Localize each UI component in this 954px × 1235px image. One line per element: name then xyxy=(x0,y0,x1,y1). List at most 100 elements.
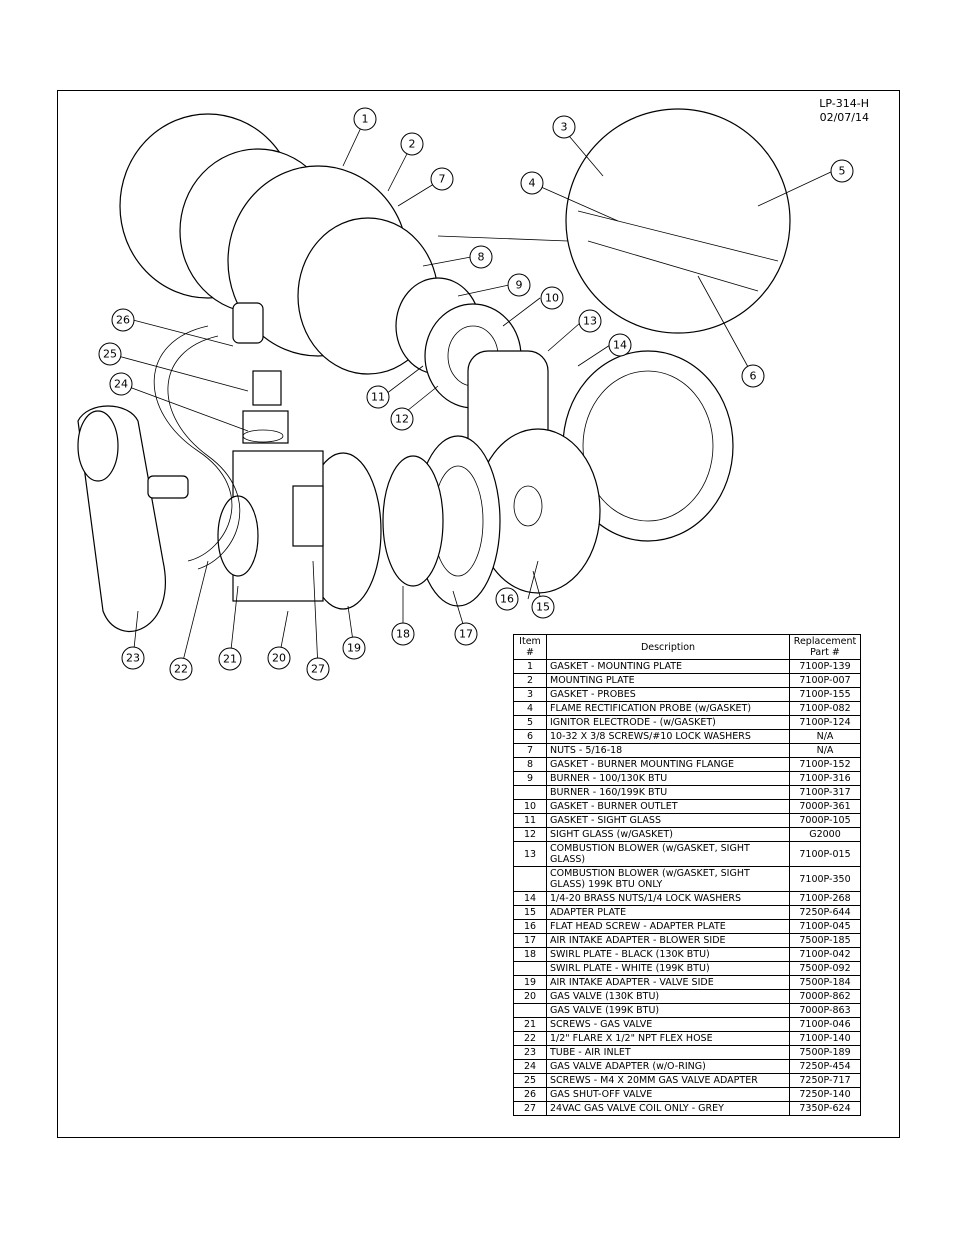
row-description: GASKET - SIGHT GLASS xyxy=(546,813,790,828)
row-item-number: 20 xyxy=(513,989,547,1004)
row-part-number: 7250P-140 xyxy=(789,1087,861,1102)
row-item-number: 26 xyxy=(513,1087,547,1102)
row-part-number: 7500P-184 xyxy=(789,975,861,990)
row-description: SCREWS - M4 X 20MM GAS VALVE ADAPTER xyxy=(546,1073,790,1088)
row-part-number: 7100P-350 xyxy=(789,866,861,892)
row-item-number: 6 xyxy=(513,729,547,744)
callout-26: 26 xyxy=(111,308,135,332)
row-part-number: 7100P-139 xyxy=(789,659,861,674)
row-item-number: 22 xyxy=(513,1031,547,1046)
row-item-number: 18 xyxy=(513,947,547,962)
svg-text:3: 3 xyxy=(561,121,568,134)
exploded-view-drawing: 1 2 3 4 5 6 7 8 9 10 11 12 13 14 15 16 1… xyxy=(77,107,854,681)
row-item-number: 15 xyxy=(513,905,547,920)
row-item-number xyxy=(513,1003,547,1018)
svg-text:6: 6 xyxy=(750,370,757,383)
row-description: GASKET - BURNER MOUNTING FLANGE xyxy=(546,757,790,772)
row-description: SWIRL PLATE - BLACK (130K BTU) xyxy=(546,947,790,962)
row-item-number: 25 xyxy=(513,1073,547,1088)
row-description: BURNER - 100/130K BTU xyxy=(546,771,790,786)
callout-3: 3 xyxy=(552,115,576,139)
svg-text:9: 9 xyxy=(516,279,523,292)
callout-19: 19 xyxy=(342,636,366,660)
svg-text:23: 23 xyxy=(126,652,140,665)
row-item-number: 8 xyxy=(513,757,547,772)
row-part-number: 7100P-317 xyxy=(789,785,861,800)
svg-text:1: 1 xyxy=(362,113,369,126)
row-description: MOUNTING PLATE xyxy=(546,673,790,688)
row-description: GASKET - BURNER OUTLET xyxy=(546,799,790,814)
row-item-number: 4 xyxy=(513,701,547,716)
row-part-number: 7100P-140 xyxy=(789,1031,861,1046)
svg-text:26: 26 xyxy=(116,314,130,327)
row-part-number: N/A xyxy=(789,743,861,758)
row-part-number: 7250P-717 xyxy=(789,1073,861,1088)
table-row: GAS VALVE (199K BTU)7000P-863 xyxy=(513,1003,861,1018)
row-item-number: 5 xyxy=(513,715,547,730)
document-date: 02/07/14 xyxy=(819,111,869,124)
callout-21: 21 xyxy=(218,647,242,671)
row-description: GAS SHUT-OFF VALVE xyxy=(546,1087,790,1102)
row-description: BURNER - 160/199K BTU xyxy=(546,785,790,800)
callout-4: 4 xyxy=(520,171,544,195)
callout-15: 15 xyxy=(531,595,555,619)
row-description: NUTS - 5/16-18 xyxy=(546,743,790,758)
callout-9: 9 xyxy=(507,273,531,297)
row-part-number: 7500P-189 xyxy=(789,1045,861,1060)
callout-11: 11 xyxy=(366,385,390,409)
row-description: COMBUSTION BLOWER (w/GASKET, SIGHT GLASS… xyxy=(546,866,790,892)
row-description: AIR INTAKE ADAPTER - VALVE SIDE xyxy=(546,975,790,990)
svg-text:7: 7 xyxy=(439,173,446,186)
callout-16: 16 xyxy=(495,587,519,611)
row-part-number: N/A xyxy=(789,729,861,744)
row-description: GASKET - PROBES xyxy=(546,687,790,702)
row-part-number: 7000P-863 xyxy=(789,1003,861,1018)
callout-14: 14 xyxy=(608,333,632,357)
svg-text:11: 11 xyxy=(371,391,385,404)
callout-1: 1 xyxy=(353,107,377,131)
row-item-number: 24 xyxy=(513,1059,547,1074)
document-id-block: LP-314-H 02/07/14 xyxy=(819,97,869,125)
svg-text:22: 22 xyxy=(174,663,188,676)
row-description: 1/2" FLARE X 1/2" NPT FLEX HOSE xyxy=(546,1031,790,1046)
document-code: LP-314-H xyxy=(819,97,869,110)
row-description: 1/4-20 BRASS NUTS/1/4 LOCK WASHERS xyxy=(546,891,790,906)
row-part-number: 7100P-082 xyxy=(789,701,861,716)
row-description: IGNITOR ELECTRODE - (w/GASKET) xyxy=(546,715,790,730)
row-part-number: 7500P-092 xyxy=(789,961,861,976)
callout-12: 12 xyxy=(390,407,414,431)
callout-20: 20 xyxy=(267,646,291,670)
row-description: GAS VALVE (130K BTU) xyxy=(546,989,790,1004)
row-part-number: 7250P-454 xyxy=(789,1059,861,1074)
row-part-number: 7350P-624 xyxy=(789,1101,861,1116)
callout-13: 13 xyxy=(578,309,602,333)
row-part-number: G2000 xyxy=(789,827,861,842)
header-part-number: Replacement Part # xyxy=(789,634,861,660)
svg-text:17: 17 xyxy=(459,628,473,641)
svg-text:19: 19 xyxy=(347,642,361,655)
callout-8: 8 xyxy=(469,245,493,269)
row-part-number: 7100P-046 xyxy=(789,1017,861,1032)
svg-text:24: 24 xyxy=(114,378,128,391)
svg-text:21: 21 xyxy=(223,653,237,666)
svg-text:25: 25 xyxy=(103,348,117,361)
row-item-number: 11 xyxy=(513,813,547,828)
row-description: SWIRL PLATE - WHITE (199K BTU) xyxy=(546,961,790,976)
header-item: Item # xyxy=(513,634,547,660)
svg-text:5: 5 xyxy=(839,165,846,178)
row-item-number: 1 xyxy=(513,659,547,674)
row-description: ADAPTER PLATE xyxy=(546,905,790,920)
